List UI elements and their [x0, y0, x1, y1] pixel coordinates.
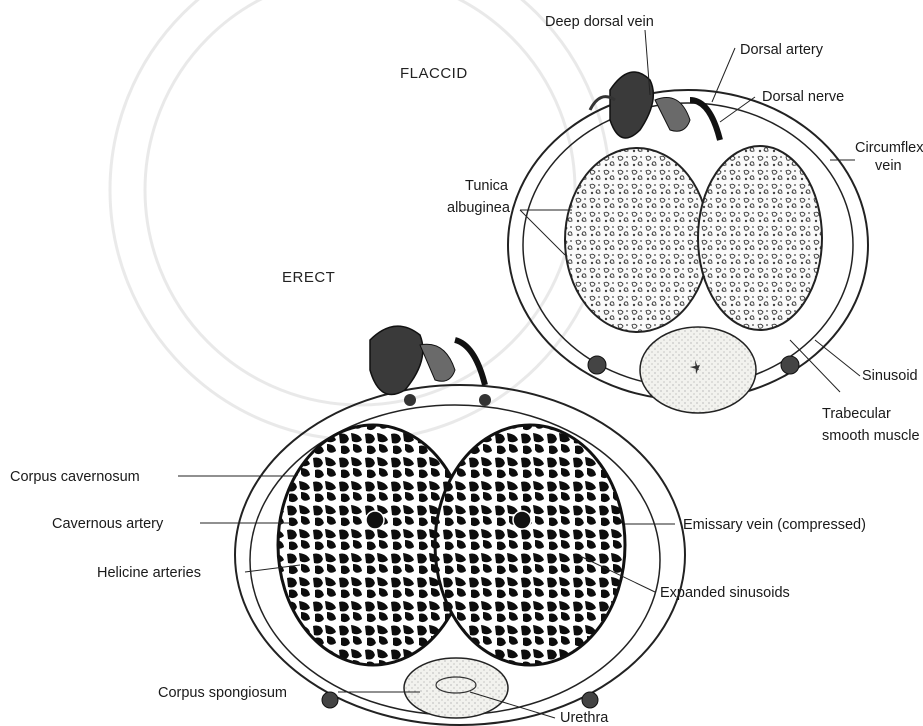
label-expanded-sinusoids: Expanded sinusoids — [660, 585, 790, 601]
section-label-erect: ERECT — [282, 269, 335, 286]
flaccid-corpus-spongiosum — [640, 327, 756, 413]
label-helicine-arteries: Helicine arteries — [97, 565, 201, 581]
label-dorsal-artery: Dorsal artery — [740, 42, 824, 58]
label-urethra: Urethra — [560, 710, 609, 726]
label-cavernous-artery: Cavernous artery — [52, 516, 164, 532]
section-label-flaccid: FLACCID — [400, 65, 468, 82]
label-tunica-albuginea-line1: Tunica — [465, 178, 509, 194]
label-deep-dorsal-vein: Deep dorsal vein — [545, 14, 654, 30]
erect-corpus-spongiosum — [404, 658, 508, 718]
label-corpus-spongiosum: Corpus spongiosum — [158, 685, 287, 701]
erect-corpus-right — [435, 425, 625, 665]
label-tunica-albuginea-line2: albuginea — [447, 200, 511, 216]
erect-dorsal-vessels — [370, 326, 423, 394]
label-corpus-cavernosum: Corpus cavernosum — [10, 469, 140, 485]
flaccid-corpus-right — [698, 146, 822, 330]
label-emissary-vein: Emissary vein (compressed) — [683, 517, 866, 533]
flaccid-corpus-left — [565, 148, 709, 332]
label-dorsal-nerve: Dorsal nerve — [762, 89, 844, 105]
label-circumflex-vein-line2: vein — [875, 158, 902, 174]
label-trabecular-line1: Trabecular — [822, 406, 891, 422]
erect-cavernous-artery-left — [366, 511, 384, 529]
label-circumflex-vein-line1: Circumflex — [855, 140, 923, 156]
label-trabecular-line2: smooth muscle — [822, 428, 920, 444]
erect-cross-section — [235, 326, 685, 725]
flaccid-cross-section — [508, 72, 868, 413]
flaccid-dorsal-vessels — [610, 72, 653, 138]
erect-cavernous-artery-right — [513, 511, 531, 529]
label-sinusoid: Sinusoid — [862, 368, 918, 384]
watermark-seal — [110, 0, 610, 440]
